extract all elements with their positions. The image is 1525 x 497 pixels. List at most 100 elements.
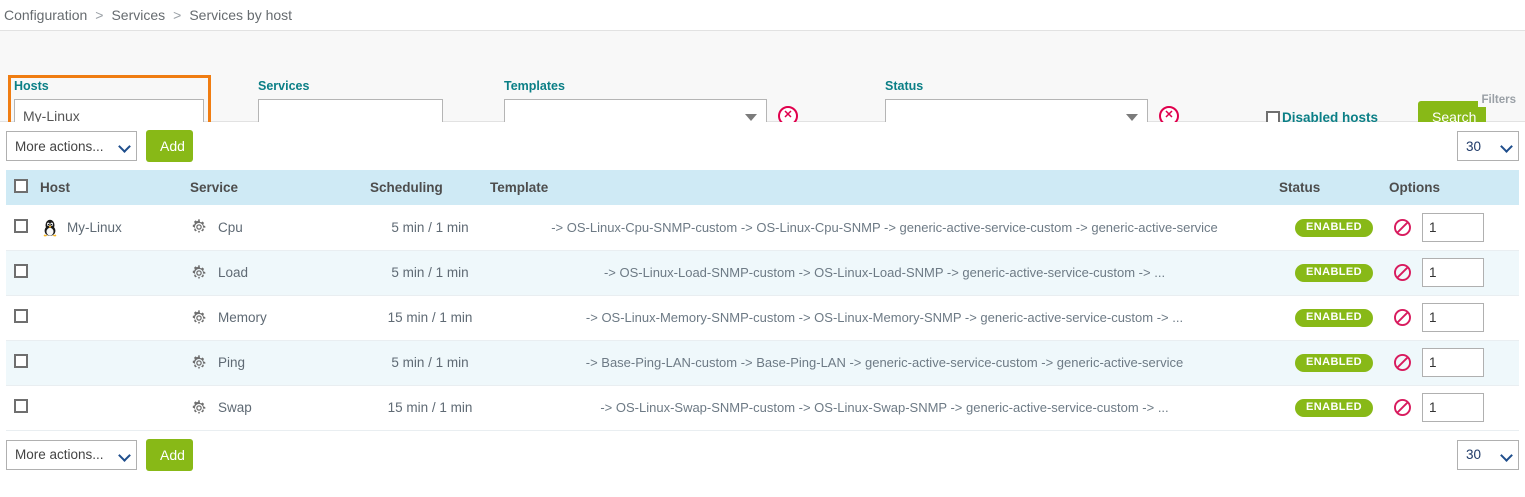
scheduling-value: 5 min / 1 min [391,219,469,235]
breadcrumb-item-services-by-host[interactable]: Services by host [189,7,293,23]
status-badge: ENABLED [1295,354,1373,372]
disable-ban-icon[interactable] [1393,353,1412,372]
options-quantity-input[interactable] [1422,348,1484,377]
services-table: Host Service Scheduling Template Status … [6,170,1519,431]
table-head: Host Service Scheduling Template Status … [6,170,1519,205]
services-label: Services [258,79,310,93]
more-actions-select-top[interactable]: More actions... [6,131,137,161]
scheduling-cell: 15 min / 1 min [370,385,490,431]
service-cell: Memory [190,295,370,341]
page-size-select-bottom-wrap[interactable]: 30 [1457,439,1519,470]
row-select-cell [6,385,40,431]
select-all-checkbox[interactable] [14,179,28,193]
host-cell [40,295,190,341]
scheduling-value: 5 min / 1 min [391,355,469,370]
disabled-hosts-checkbox-group[interactable]: Disabled hosts [1266,110,1378,125]
status-badge: ENABLED [1295,264,1373,282]
more-actions-select-bottom[interactable]: More actions... [6,439,137,470]
column-header-scheduling[interactable]: Scheduling [370,170,490,205]
service-name[interactable]: Memory [218,310,267,325]
column-header-service[interactable]: Service [190,170,370,205]
toolbar-bottom: More actions... Add 30 [0,430,1525,479]
hosts-label: Hosts [14,79,49,93]
disabled-hosts-label: Disabled hosts [1282,110,1379,125]
status-badge: ENABLED [1295,399,1373,417]
host-cell [40,250,190,296]
table-row: Swap 15 min / 1 min -> OS-Linux-Swap-SNMP-… [6,385,1519,431]
gear-icon [192,354,206,369]
more-actions-select-top-wrap[interactable]: More actions... [6,131,137,161]
page-size-select-top-wrap[interactable]: 30 [1457,131,1519,161]
disable-ban-icon[interactable] [1393,218,1412,237]
column-header-options[interactable]: Options [1389,170,1519,205]
disable-ban-icon[interactable] [1393,308,1412,327]
template-cell: -> Base-Ping-LAN-custom -> Base-Ping-LAN… [490,340,1279,386]
row-select-cell [6,205,40,251]
page-size-select-bottom[interactable]: 30 [1457,439,1519,470]
breadcrumb-separator: > [95,7,104,23]
host-cell [40,340,190,386]
options-quantity-input[interactable] [1422,212,1484,242]
filters-panel-tag: Filters [1478,93,1519,107]
breadcrumb-item-configuration[interactable]: Configuration [4,7,88,23]
templates-label: Templates [504,79,565,93]
options-quantity-input[interactable] [1422,258,1484,287]
filter-bar: Hosts Services Templates ✕ Status [0,30,1525,140]
column-header-status[interactable]: Status [1279,170,1389,205]
template-cell: -> OS-Linux-Swap-SNMP-custom -> OS-Linux… [490,385,1279,431]
template-chain: -> OS-Linux-Swap-SNMP-custom -> OS-Linux… [600,400,1169,415]
row-checkbox[interactable] [14,218,28,233]
page-size-select-top[interactable]: 30 [1457,131,1519,161]
disable-ban-icon[interactable] [1393,398,1412,417]
scheduling-cell: 15 min / 1 min [370,295,490,341]
template-chain: -> OS-Linux-Cpu-SNMP-custom -> OS-Linux-… [551,219,1218,235]
disable-ban-icon[interactable] [1393,263,1412,282]
breadcrumb-item-services[interactable]: Services [111,7,166,23]
options-quantity-input[interactable] [1422,303,1484,332]
column-header-host[interactable]: Host [40,170,190,205]
template-cell: -> OS-Linux-Memory-SNMP-custom -> OS-Lin… [490,295,1279,341]
scheduling-value: 15 min / 1 min [387,400,473,415]
status-cell: ENABLED [1279,295,1389,341]
toolbar-top: More actions... Add 30 [0,122,1525,170]
template-chain: -> OS-Linux-Memory-SNMP-custom -> OS-Lin… [585,310,1184,325]
chevron-down-icon [1126,113,1138,121]
service-cell: Swap [190,385,370,431]
breadcrumb: Configuration > Services > Services by h… [0,0,1525,30]
row-checkbox[interactable] [14,309,28,323]
add-button-bottom[interactable]: Add [146,438,193,471]
column-header-template[interactable]: Template [490,170,1279,205]
host-cell: My-Linux [40,205,190,251]
breadcrumb-separator: > [173,7,182,23]
service-name[interactable]: Swap [218,400,252,415]
row-checkbox[interactable] [14,354,28,368]
scheduling-value: 15 min / 1 min [387,310,473,325]
more-actions-select-bottom-wrap[interactable]: More actions... [6,439,137,470]
status-badge: ENABLED [1295,218,1373,237]
add-button-top[interactable]: Add [146,130,193,162]
row-select-cell [6,295,40,341]
template-cell: -> OS-Linux-Load-SNMP-custom -> OS-Linux… [490,250,1279,296]
template-chain: -> Base-Ping-LAN-custom -> Base-Ping-LAN… [585,355,1184,370]
scheduling-cell: 5 min / 1 min [370,250,490,296]
row-select-cell [6,340,40,386]
scheduling-value: 5 min / 1 min [391,265,469,280]
service-name[interactable]: Load [218,265,249,280]
service-cell: Cpu [190,205,370,251]
row-checkbox[interactable] [14,399,28,413]
table-row: Load 5 min / 1 min -> OS-Linux-Load-SNMP-c… [6,250,1519,296]
service-name[interactable]: Ping [218,355,246,370]
scheduling-cell: 5 min / 1 min [370,205,490,251]
gear-icon [192,399,206,414]
options-quantity-input[interactable] [1422,393,1484,422]
service-cell: Load [190,250,370,296]
row-checkbox[interactable] [14,264,28,278]
status-label: Status [885,79,924,93]
table-row: My-Linux Cpu 5 min / 1 min -> OS-Linux-Cpu-… [6,205,1519,251]
service-name[interactable]: Cpu [218,219,243,235]
scheduling-cell: 5 min / 1 min [370,340,490,386]
host-name: My-Linux [67,219,122,235]
template-cell: -> OS-Linux-Cpu-SNMP-custom -> OS-Linux-… [490,205,1279,251]
table-body: My-Linux Cpu 5 min / 1 min -> OS-Linux-Cpu-… [6,205,1519,431]
